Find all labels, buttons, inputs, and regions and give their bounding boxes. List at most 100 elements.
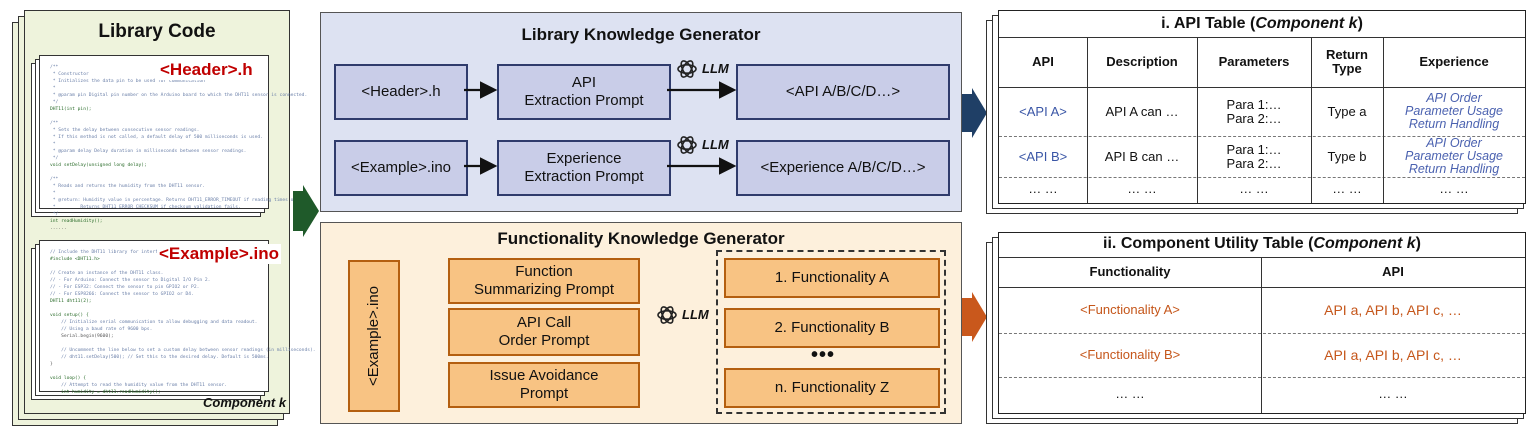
llm-label-3: LLM [682,307,709,322]
example-input-vertical-box: <Example>.ino [348,260,400,412]
api-table-title-prefix: i. API Table ( [1161,15,1256,32]
llm-label-2: LLM [702,137,729,152]
exp-order: API Order [1426,136,1482,150]
table-row-type-b: Type b [1327,148,1367,164]
exp-order: API Order [1426,91,1482,105]
code-line: // Create an instance of the DHT11 class… [50,271,164,276]
param-1: Para 1:… [1226,141,1282,157]
api-table-title-suffix: ) [1357,15,1363,32]
ellipsis-cell: … … [1115,386,1145,401]
api-table-divider [999,136,1525,137]
code-line: * @param delay Delay duration in millise… [50,149,247,154]
api-table-col-divider [1383,37,1384,203]
table-row-desc-b: API B can … [1104,148,1180,164]
functionality-z-box: n. Functionality Z [724,368,940,408]
header-input-box: <Header>.h [334,64,468,120]
exp-prompt-line1: Experience [546,150,622,167]
code-line: * Initializes the data pin to be used fo… [50,79,205,84]
utility-table-title: ii. Component Utility Table (Component k… [999,235,1525,253]
openai-logo-icon [677,60,697,78]
code-line: * Sets the delay between consecutive sen… [50,128,200,133]
code-line: void setDelay(unsigned long delay); [50,163,147,168]
header-file-label: <Header>.h [158,60,255,80]
code-line: } [50,362,53,367]
table-row-functionality-a: <Functionality A> [1080,302,1180,317]
llm-label-1: LLM [702,61,729,76]
exp-param: Parameter Usage [1405,149,1503,163]
functionality-a-box: 1. Functionality A [724,258,940,298]
api-prompt-line1: API [571,74,597,91]
ellipsis-cell: … … [1439,181,1469,196]
code-line: * [50,142,56,147]
code-line: int readHumidity(); [50,219,103,224]
ellipsis-cell: … … [1127,181,1157,196]
table-row-type-a: Type a [1327,103,1367,119]
code-line: */ [50,212,59,217]
code-line: * Constructor [50,72,89,77]
api-table-title-em: Component k [1255,15,1358,32]
table-row-desc-a: API A can … [1105,103,1179,119]
code-line: // - For Arduino: Connect the sensor to … [50,278,211,283]
api-header-parameters: Parameters [1218,54,1290,69]
exp-prompt-line2: Extraction Prompt [524,168,644,185]
experience-output-box: <Experience A/B/C/D…> [736,140,950,196]
api-table-divider [999,37,1525,38]
exp-param: Parameter Usage [1405,104,1503,118]
orange-arrow-icon [962,292,987,342]
openai-logo-icon [677,136,697,154]
green-arrow-icon [293,185,319,237]
param-1: Para 1:… [1226,96,1282,112]
table-row-apis-a: API a, API b, API c, … [1324,302,1462,318]
api-table: i. API Table (Component k) API Descripti… [998,10,1526,204]
code-line: /** [50,177,59,182]
example-input-vertical-label: <Example>.ino [365,285,383,387]
table-row-params-a: Para 1:…Para 2:… [1197,87,1311,136]
ellipsis-cell: … … [1239,181,1269,196]
param-2: Para 2:… [1226,110,1282,126]
code-line: ...... [50,226,67,231]
code-line: void setup() { [50,313,89,318]
code-line: * [50,191,56,196]
library-stack-page-1: Library Code /** * Constructor * Initial… [24,10,316,414]
utility-header-functionality: Functionality [1089,264,1171,279]
code-line: */ [50,156,59,161]
api-header-experience: Experience [1419,54,1489,69]
code-line: // - For ESP8266: Connect the sensor to … [50,292,194,297]
code-line: // - For ESP32: Connect the sensor to pi… [50,285,200,290]
utility-table-divider [999,257,1525,258]
table-row-apis-b: API a, API b, API c, … [1324,347,1462,363]
api-table-title: i. API Table (Component k) [999,15,1525,33]
code-line: ...... [50,397,67,402]
utility-table-divider [999,333,1525,334]
code-line: * Returns DHT11_ERROR_CHECKSUM if checks… [50,205,241,210]
table-row-api-a: <API A> [1019,103,1067,119]
functionality-outputs-group [716,250,946,414]
functionality-generator-title: Functionality Knowledge Generator [497,229,785,248]
library-code-title: Library Code [98,21,216,42]
code-line: /** [50,65,59,70]
api-table-col-divider [1087,37,1088,203]
exp-return: Return Handling [1408,117,1500,131]
functionality-b-box: 2. Functionality B [724,308,940,348]
code-line: */ [50,100,59,105]
acop-line2: Order Prompt [498,332,590,349]
example-file-label: <Example>.ino [157,244,281,264]
code-line: // Attempt to read the humidity value fr… [50,383,228,388]
api-table-divider [999,87,1525,88]
example-input-box: <Example>.ino [334,140,468,196]
api-table-col-divider [1197,37,1198,203]
code-line: DHT11(int pin); [50,107,92,112]
api-table-divider [999,177,1525,178]
code-line: int humidity = dht11.readHumidity(); [50,390,161,395]
openai-logo-icon [657,306,677,324]
table-row-params-b: Para 1:…Para 2:… [1197,136,1311,177]
ellipsis-cell: … … [1332,181,1362,196]
utility-table-col-divider [1261,257,1262,413]
component-k-label: Component k [203,395,287,410]
code-line: void loop() { [50,376,86,381]
utility-table-divider [999,287,1525,288]
